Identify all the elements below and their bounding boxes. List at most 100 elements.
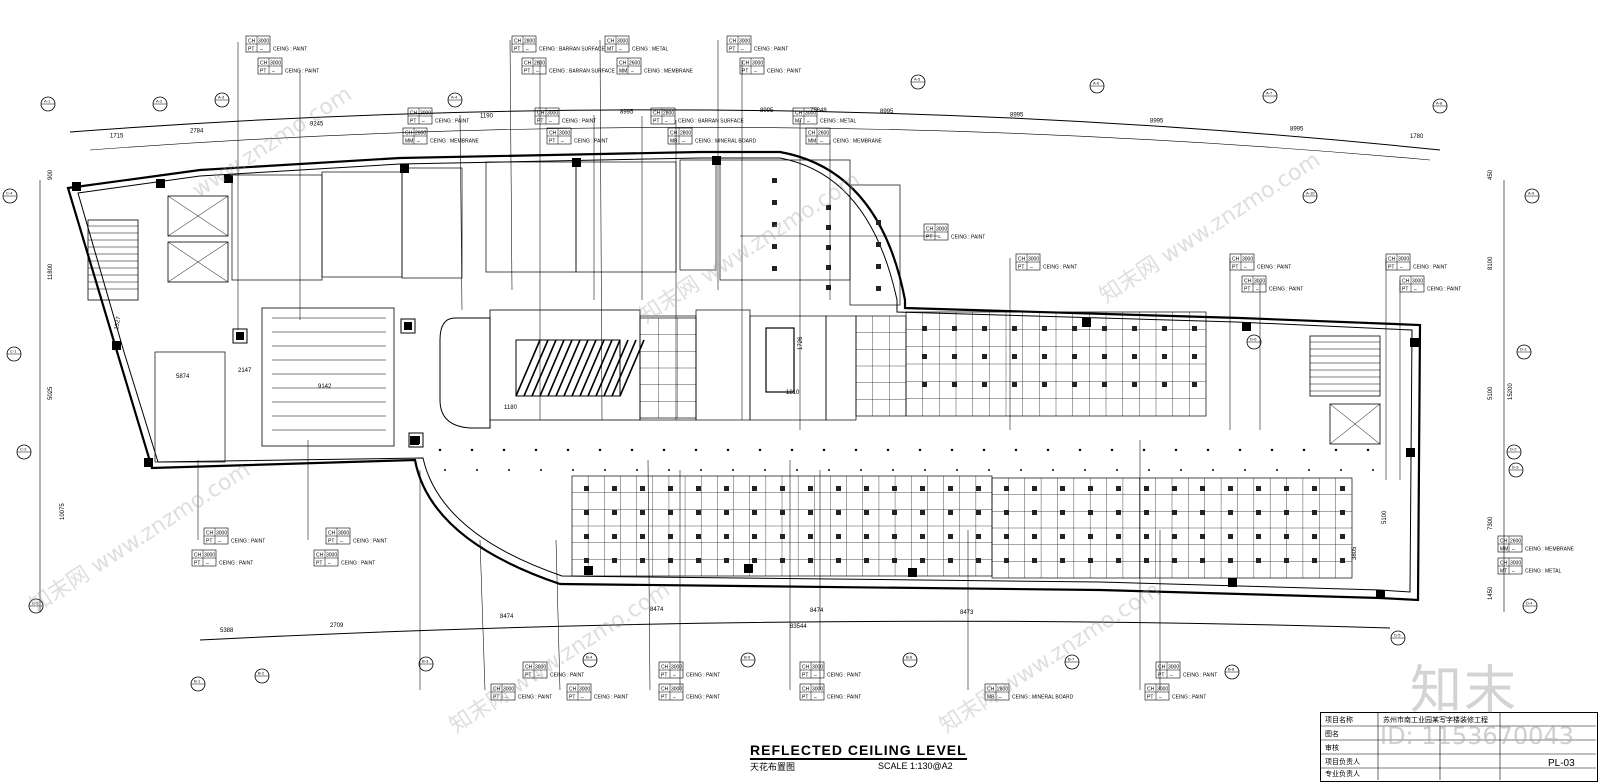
light-fixture bbox=[1192, 326, 1197, 331]
leader-line bbox=[509, 39, 513, 291]
column bbox=[412, 436, 420, 444]
tag-height: 3000 bbox=[326, 553, 337, 559]
tag-material: PT bbox=[260, 69, 266, 75]
tag-height: 2600 bbox=[818, 131, 829, 137]
grid-marker-top-label: A-10 bbox=[1306, 191, 1315, 196]
dimension-bottom: 5388 bbox=[220, 628, 234, 634]
downlight bbox=[1174, 448, 1178, 452]
tag-code: CH bbox=[1158, 665, 1166, 671]
dimension-right: 15200 bbox=[1508, 383, 1514, 400]
inner-wall bbox=[77, 157, 1413, 593]
light-fixture bbox=[948, 510, 953, 515]
downlight bbox=[1366, 448, 1370, 452]
tag-height: 3000 bbox=[739, 39, 750, 45]
tag-dash: – bbox=[741, 47, 744, 53]
dimension-bottom: 83544 bbox=[790, 624, 807, 630]
tag-material: MT bbox=[1500, 569, 1507, 575]
dimension-left: 11800 bbox=[48, 263, 54, 280]
light-fixture bbox=[1256, 558, 1261, 563]
light-fixture bbox=[696, 486, 701, 491]
tag-dash: – bbox=[340, 539, 343, 545]
light-fixture bbox=[1116, 486, 1121, 491]
dimension-top: 8995 bbox=[1150, 119, 1164, 125]
dimension-top: 8995 bbox=[760, 108, 774, 114]
downlight bbox=[662, 448, 666, 452]
light-fixture bbox=[1012, 354, 1017, 359]
tag-note: CEING : PAINT bbox=[574, 139, 608, 145]
elevator-1 bbox=[167, 195, 229, 237]
tag-code: CH bbox=[742, 61, 750, 67]
downlight bbox=[1212, 469, 1214, 471]
light-fixture bbox=[1102, 326, 1107, 331]
tag-code: CH bbox=[1388, 257, 1396, 263]
dimension-top: 8995 bbox=[1290, 127, 1304, 133]
column bbox=[156, 179, 165, 188]
tag-height: 3000 bbox=[752, 61, 763, 67]
downlight bbox=[956, 469, 958, 471]
light-fixture bbox=[772, 266, 777, 271]
elevator-x bbox=[167, 241, 229, 283]
dimension-top: 75848 bbox=[810, 108, 827, 114]
tag-height: 2800 bbox=[680, 131, 691, 137]
room-partition bbox=[849, 184, 901, 306]
brand-watermark: 知末 bbox=[1410, 661, 1519, 721]
light-fixture bbox=[1284, 534, 1289, 539]
light-fixture bbox=[952, 354, 957, 359]
dimension-left: 5025 bbox=[48, 386, 54, 400]
grid-marker-top-label: A-4 bbox=[451, 95, 458, 100]
light-fixture bbox=[1340, 510, 1345, 515]
tag-height: 3000 bbox=[805, 111, 816, 117]
light-fixture bbox=[1088, 534, 1093, 539]
light-fixture bbox=[668, 558, 673, 563]
tag-dash: – bbox=[1512, 569, 1515, 575]
downlight bbox=[502, 448, 506, 452]
light-fixture bbox=[780, 534, 785, 539]
leader-line bbox=[599, 39, 603, 421]
tag-code: CH bbox=[987, 687, 995, 693]
tag-code: CH bbox=[808, 131, 816, 137]
light-fixture bbox=[1200, 510, 1205, 515]
light-fixture bbox=[724, 534, 729, 539]
downlight bbox=[604, 469, 606, 471]
grid-marker-left-label: C-2 bbox=[20, 447, 27, 452]
light-fixture bbox=[1312, 510, 1317, 515]
id-watermark: ID: 1153670043 bbox=[1380, 722, 1574, 750]
tag-note: CEING : MEMBRANE bbox=[644, 69, 694, 75]
tag-dash: – bbox=[999, 695, 1002, 701]
light-fixture bbox=[982, 382, 987, 387]
light-fixture bbox=[752, 534, 757, 539]
tag-material: PT bbox=[524, 69, 530, 75]
downlight bbox=[854, 448, 858, 452]
room-label: 2147 bbox=[238, 368, 252, 374]
light-fixture bbox=[1144, 486, 1149, 491]
tag-height: 3000 bbox=[270, 61, 281, 67]
tag-dash: – bbox=[1170, 673, 1173, 679]
tag-code: CH bbox=[1244, 279, 1252, 285]
light-fixture bbox=[584, 534, 589, 539]
light-fixture bbox=[1192, 382, 1197, 387]
dimension-top: 2784 bbox=[190, 128, 204, 134]
light-fixture bbox=[948, 486, 953, 491]
light-fixture bbox=[1032, 558, 1037, 563]
tag-height: 3000 bbox=[1242, 257, 1253, 263]
tag-dash: – bbox=[260, 47, 263, 53]
tag-code: CH bbox=[248, 39, 256, 45]
downlight bbox=[1046, 448, 1050, 452]
tag-dash: – bbox=[1256, 287, 1259, 293]
column bbox=[744, 564, 753, 573]
tag-note: CEING : BARRAN SURFACE bbox=[678, 119, 745, 125]
light-fixture bbox=[976, 486, 981, 491]
tag-height: 3000 bbox=[671, 665, 682, 671]
column bbox=[72, 182, 81, 191]
tb-row-5: 专业负责人 bbox=[1325, 771, 1360, 778]
light-fixture bbox=[772, 244, 777, 249]
downlight bbox=[860, 469, 862, 471]
tag-material: PT bbox=[525, 673, 531, 679]
tag-material: PT bbox=[1388, 265, 1394, 271]
tag-dash: – bbox=[938, 235, 941, 241]
column bbox=[1410, 338, 1419, 347]
tag-note: CEING : PAINT bbox=[1043, 265, 1077, 271]
